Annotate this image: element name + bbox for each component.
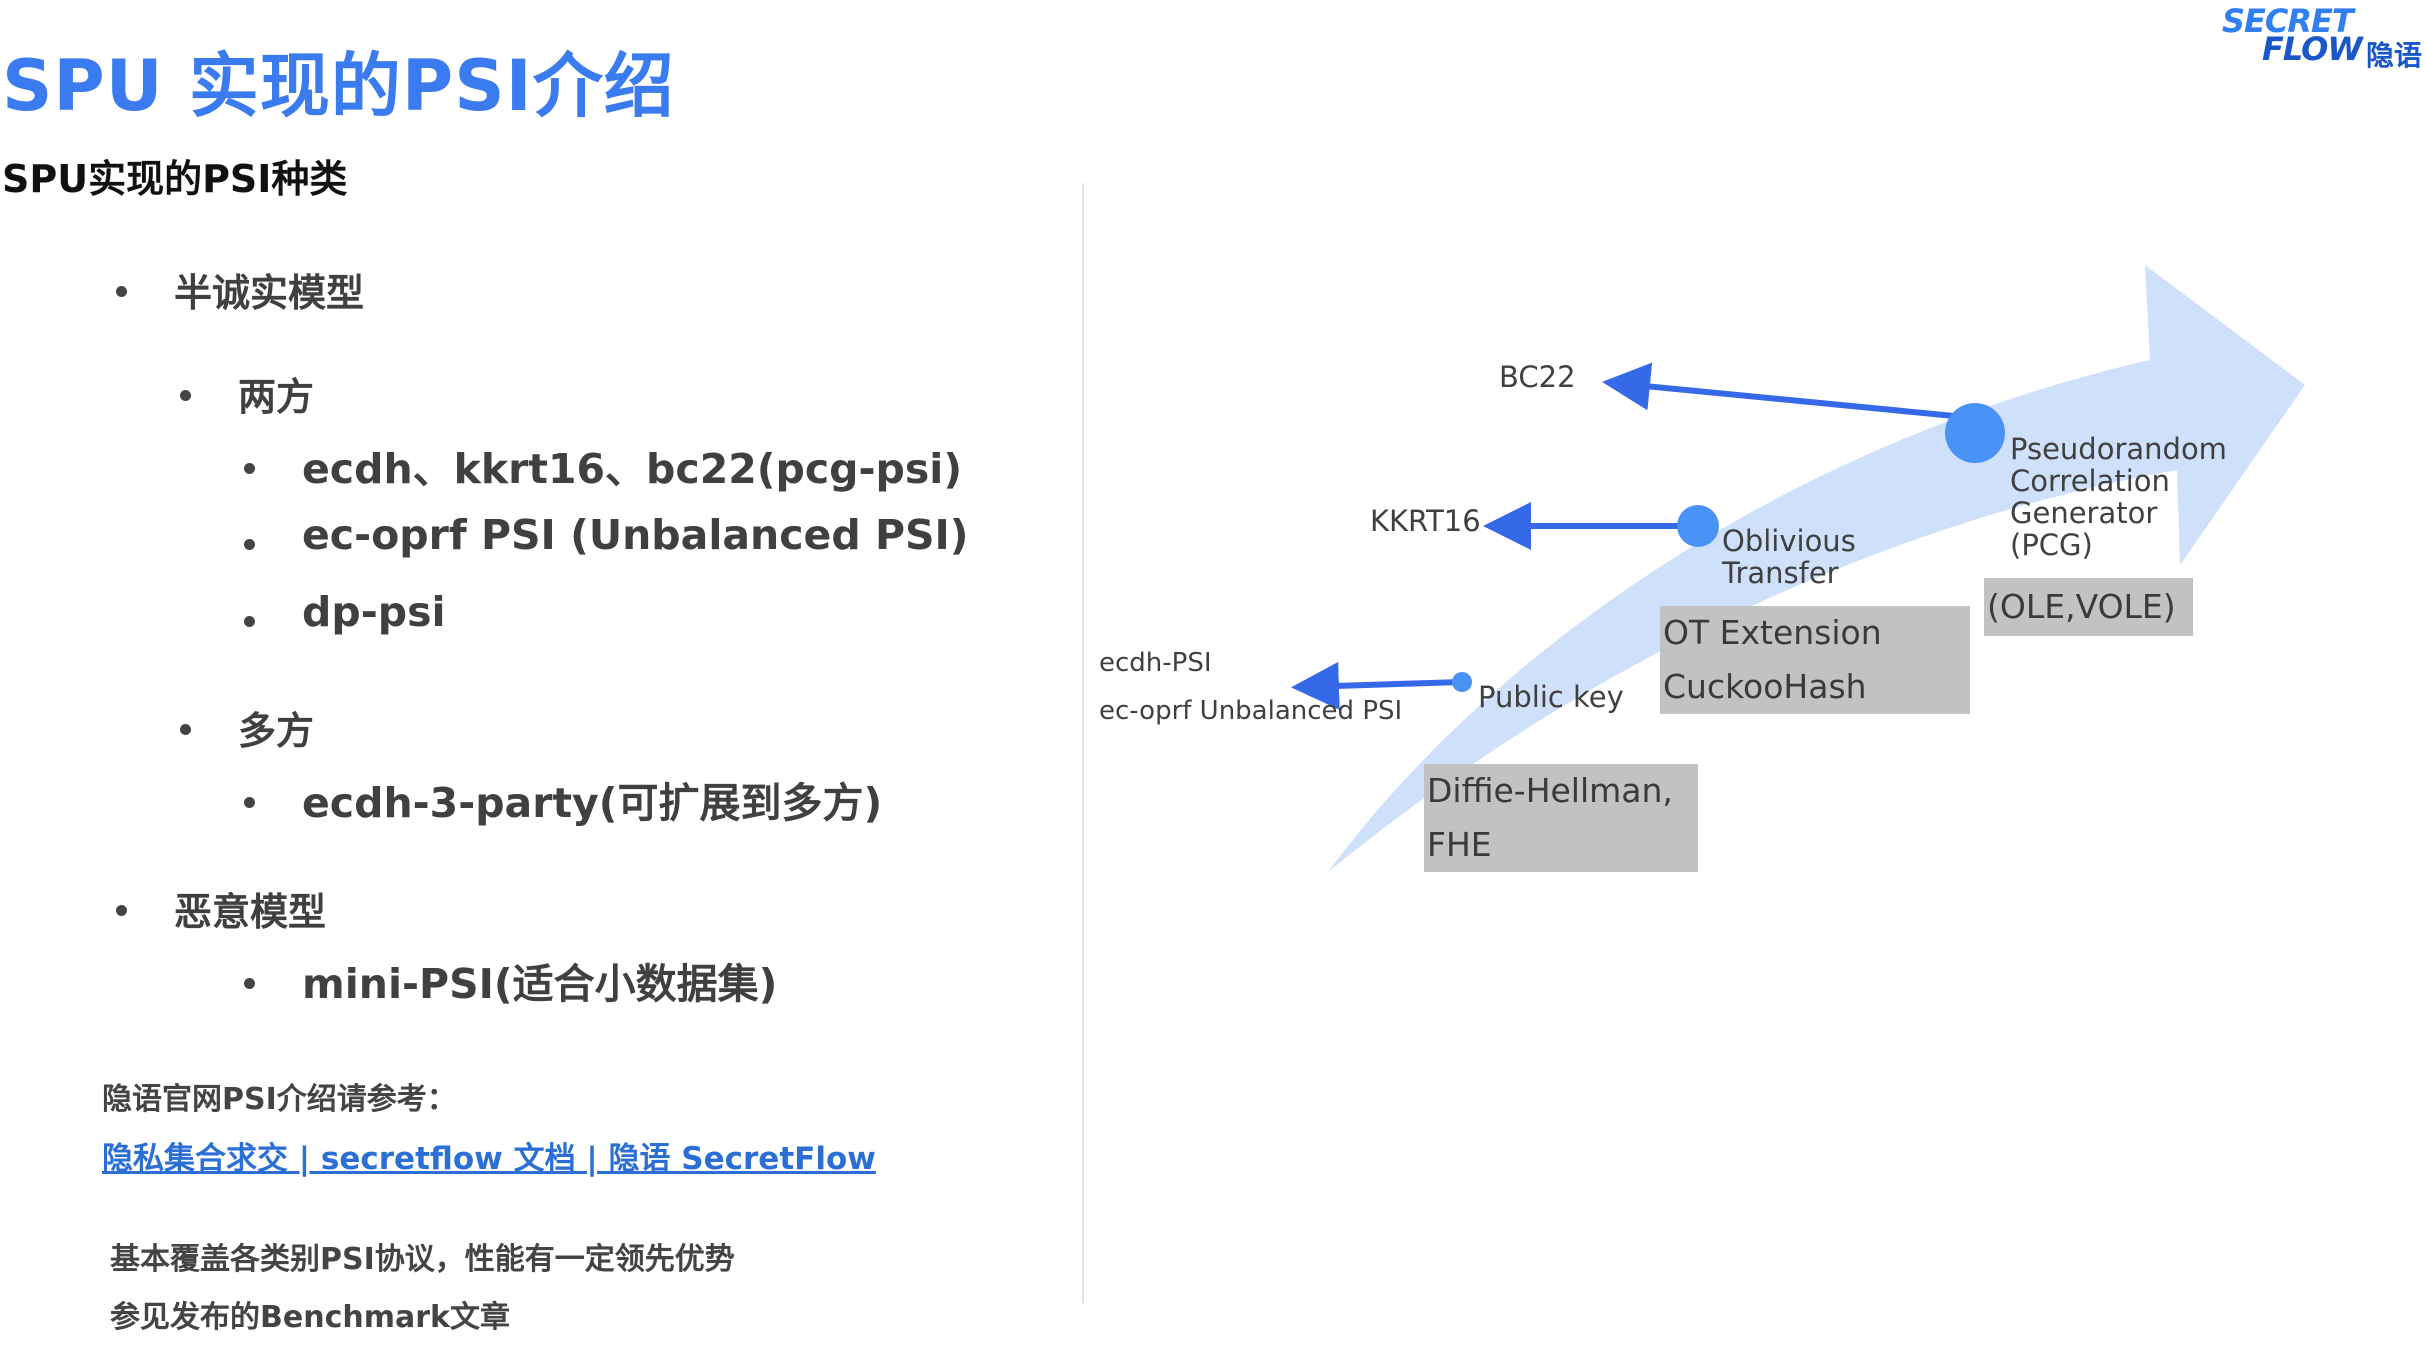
node-label-ot: Oblivious Transfer <box>1722 524 1856 590</box>
logo-text-secret: SECRET <box>2222 2 2354 40</box>
logo-text-yinyu: 隐语 <box>2366 39 2423 72</box>
node-label-pcg-line: Correlation <box>2010 463 2170 498</box>
node-label-pcg: Pseudorandom Correlation Generator (PCG) <box>2010 432 2227 562</box>
protocol-label-bc22: BC22 <box>1499 360 1576 394</box>
vertical-divider <box>1082 183 1084 1303</box>
list-item-two-party: 两方 <box>179 366 314 421</box>
note-line-2: 参见发布的Benchmark文章 <box>110 1300 510 1335</box>
list-item-two-party-3: dp-psi <box>244 588 446 636</box>
secretflow-logo: SECRET FLOW 隐语 <box>2218 2 2424 72</box>
technique-box-ole: (OLE,VOLE) <box>1984 578 2193 636</box>
node-label-pk: Public key <box>1478 680 1624 714</box>
logo-text-flow: FLOW <box>2262 30 2363 68</box>
technique-box-ot-ext-line: OT Extension <box>1663 613 1882 652</box>
technique-box-ot-ext: OT Extension CuckooHash <box>1660 606 1970 714</box>
node-label-pcg-line: Pseudorandom <box>2010 432 2227 466</box>
bc22-arrow <box>1602 362 1976 421</box>
list-item-malicious-1: mini-PSI(适合小数据集) <box>243 950 777 1010</box>
pk-node <box>1452 672 1472 692</box>
list-item-malicious: 恶意模型 <box>115 881 326 936</box>
node-label-pcg-line: Generator <box>2010 495 2158 530</box>
page-title: SPU 实现的PSI介绍 <box>2 45 675 127</box>
note-line-1: 基本覆盖各类别PSI协议，性能有一定领先优势 <box>110 1242 735 1277</box>
protocol-label-ecdh-psi: ecdh-PSI <box>1099 648 1212 678</box>
list-item-semi-honest: 半诚实模型 <box>115 262 364 317</box>
reference-text: 隐语官网PSI介绍请参考： <box>102 1082 457 1117</box>
technique-box-ot-ext-line: CuckooHash <box>1663 667 1867 706</box>
protocol-label-kkrt16: KKRT16 <box>1370 504 1481 538</box>
list-item-multi-party: 多方 <box>179 700 314 755</box>
protocol-label-ec-oprf: ec-oprf Unbalanced PSI <box>1099 696 1403 726</box>
secretflow-docs-link[interactable]: 隐私集合求交 | secretflow 文档 | 隐语 SecretFlow <box>102 1141 876 1177</box>
node-label-pcg-line: (PCG) <box>2010 527 2093 562</box>
ot-node <box>1677 505 1719 547</box>
list-item-multi-party-1: ecdh-3-party(可扩展到多方) <box>243 769 882 829</box>
technique-box-dh: Diffie-Hellman, FHE <box>1424 764 1698 872</box>
node-label-ot-line: Oblivious <box>1722 524 1856 558</box>
section-subtitle: SPU实现的PSI种类 <box>2 157 348 201</box>
ecdh-arrow <box>1291 661 1463 710</box>
technique-box-ole-line: (OLE,VOLE) <box>1987 587 2176 626</box>
node-label-ot-line: Transfer <box>1722 555 1839 590</box>
technique-box-dh-line: FHE <box>1427 825 1492 864</box>
list-item-two-party-1: ecdh、kkrt16、bc22(pcg-psi) <box>243 435 962 495</box>
technique-box-dh-line: Diffie-Hellman, <box>1427 771 1673 810</box>
pcg-node <box>1945 403 2005 463</box>
list-item-two-party-2: ec-oprf PSI (Unbalanced PSI) <box>244 511 969 559</box>
